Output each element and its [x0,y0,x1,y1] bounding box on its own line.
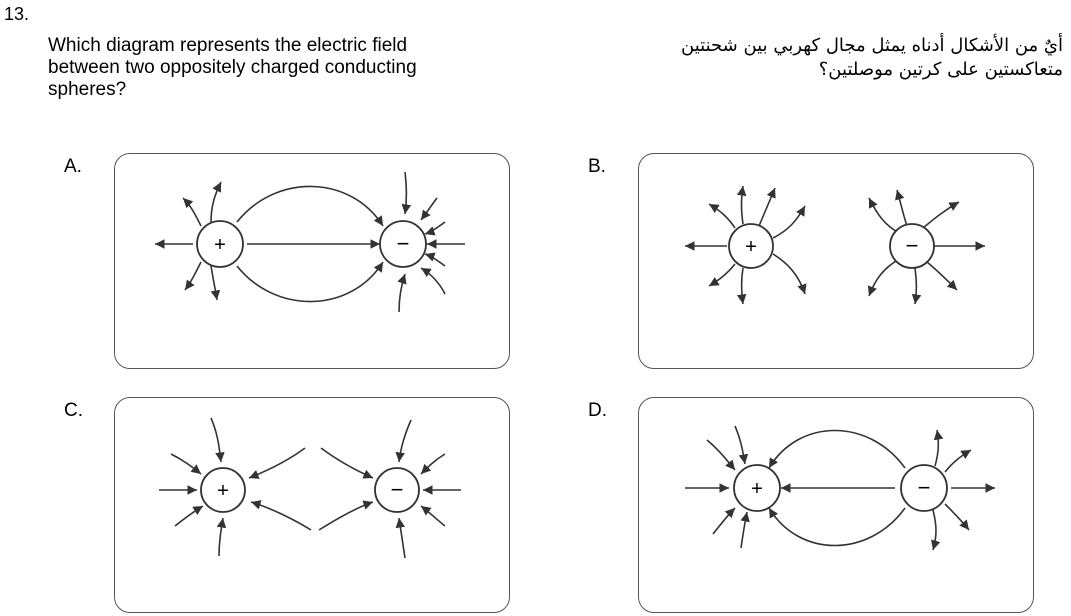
negative-sign: − [918,475,931,500]
negative-sign: − [397,231,410,256]
positive-sign: + [214,234,226,256]
negative-sphere [374,467,420,513]
positive-sphere [200,467,246,513]
option-b-diagram[interactable]: + − [638,153,1034,369]
question-line: متعاكستين على كرتين موصلتين؟ [818,59,1063,80]
option-d-label[interactable]: D. [588,400,607,421]
field-diagram-c: + − [159,417,461,559]
negative-sphere [379,220,427,268]
option-c-diagram[interactable]: + − [114,397,510,613]
option-c-label[interactable]: C. [64,400,83,421]
negative-sphere [900,464,948,512]
field-diagram-b: + − [685,185,985,305]
field-diagram-d: + − [685,425,995,551]
option-b-label[interactable]: B. [588,156,606,177]
question-text-english: Which diagram represents the electric fi… [48,35,568,101]
negative-sign: − [906,233,919,258]
positive-sign: + [751,478,763,500]
positive-sphere [196,220,244,268]
question-line: spheres? [48,79,127,100]
question-text-arabic: أيٌ من الأشكال أدناه يمثل مجال كهربي بين… [563,34,1063,82]
question-line: Which diagram represents the electric fi… [48,35,408,56]
option-a-label[interactable]: A. [64,156,82,177]
question-line: أيٌ من الأشكال أدناه يمثل مجال كهربي بين… [681,35,1063,56]
question-line: between two oppositely charged conductin… [48,57,417,78]
option-a-diagram[interactable]: + − [114,153,510,369]
negative-sphere [889,223,935,269]
positive-sphere [733,464,781,512]
question-number: 13. [4,4,30,24]
field-diagram-a: + − [155,171,465,313]
positive-sphere [728,223,774,269]
negative-sign: − [391,477,404,502]
positive-sign: + [745,236,757,258]
positive-sign: + [217,480,229,502]
option-d-diagram[interactable]: + − [638,397,1034,613]
